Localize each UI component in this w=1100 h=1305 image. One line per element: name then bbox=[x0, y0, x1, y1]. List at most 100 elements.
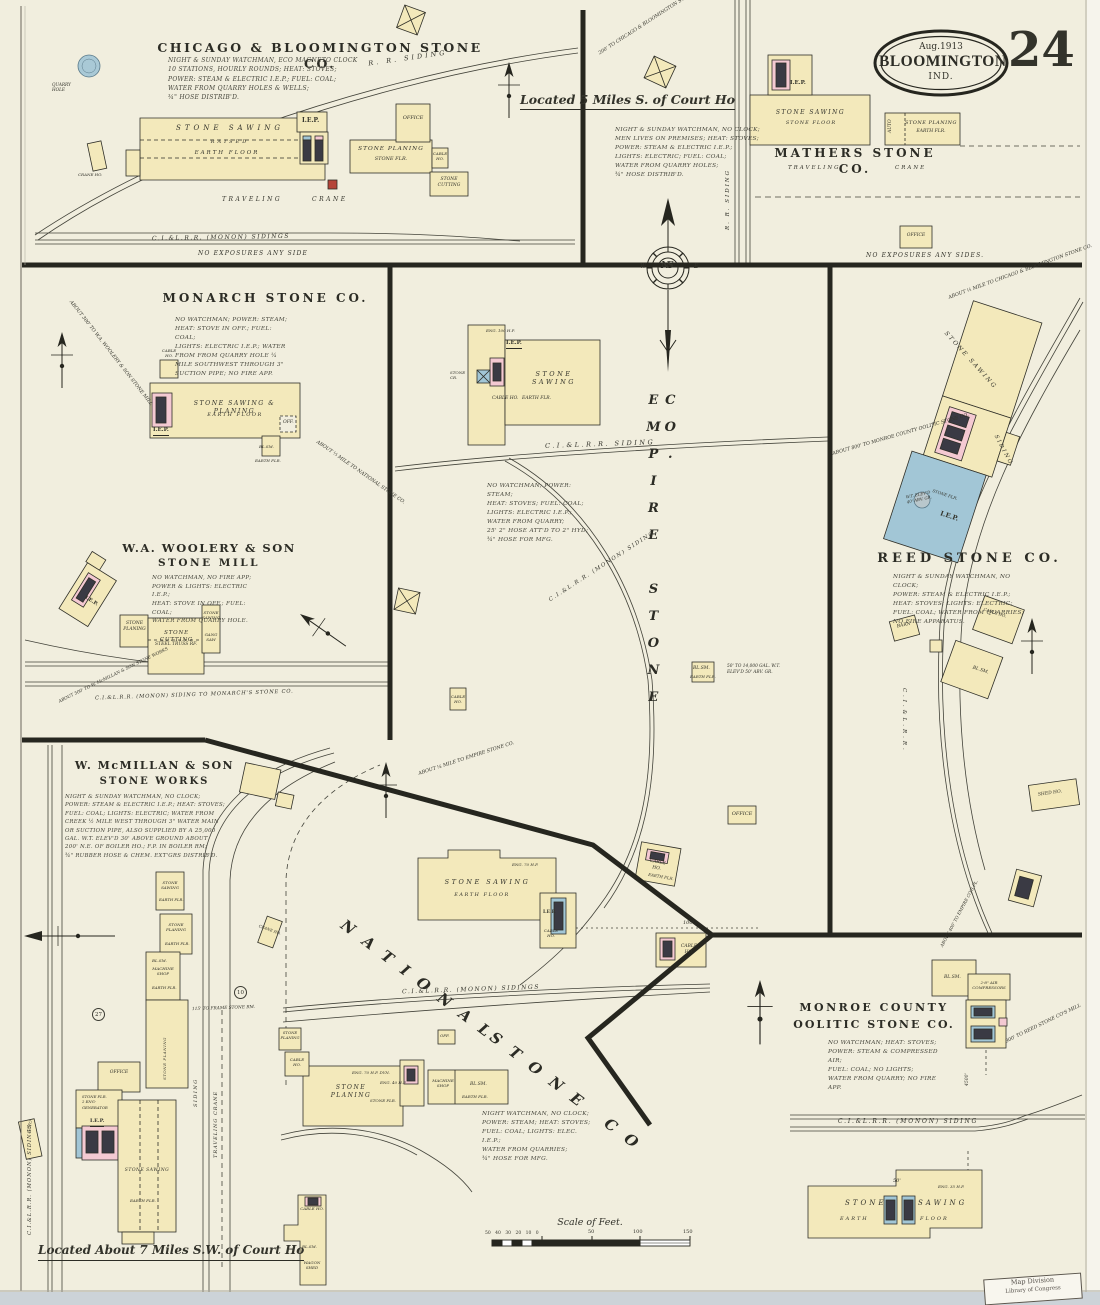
no-exposures-right: NO EXPOSURES ANY SIDES. bbox=[866, 252, 985, 259]
bldg-label: CABLE HO. bbox=[300, 1206, 324, 1211]
compass-west-letter: W bbox=[640, 263, 647, 270]
company-name-mcmillan-2: STONE WORKS bbox=[99, 776, 210, 787]
located-note-top: Located 5 Miles S. of Court Ho bbox=[520, 92, 735, 111]
bldg-label: I.E.P. bbox=[506, 340, 522, 350]
compass-monogram: NS bbox=[661, 261, 674, 271]
bldg-label: BL.SM. bbox=[259, 444, 274, 449]
company-note-woolery: NO WATCHMAN, NO FIRE APP; POWER & LIGHTS… bbox=[152, 575, 252, 625]
bldg-label: EARTH bbox=[840, 1216, 869, 1222]
bldg-label: OFFICE bbox=[906, 233, 926, 238]
company-name-monroe-1: MONROE COUNTY bbox=[799, 1001, 949, 1014]
compass-rose bbox=[646, 198, 690, 372]
scale-tick-150: 150 bbox=[683, 1229, 693, 1235]
no-exposures-left: NO EXPOSURES ANY SIDE bbox=[198, 250, 309, 257]
bldg-label: EARTH FLR. bbox=[130, 1198, 156, 1203]
bldg-label: STONE CR. bbox=[450, 370, 466, 381]
company-note-mcmillan: NIGHT & SUNDAY WATCHMAN, NO CLOCK; POWER… bbox=[65, 794, 226, 859]
company-name-empire: EMPIRE STONE CO. bbox=[645, 393, 678, 717]
bldg-label: RAISED bbox=[210, 139, 250, 145]
bldg-label: STEEL TRUSS RF. bbox=[154, 642, 197, 647]
bldg-label: OFF. bbox=[283, 420, 294, 425]
bldg-label: EARTH FLR. bbox=[462, 1094, 488, 1099]
bldg-label: EARTH FLR. bbox=[152, 985, 177, 990]
rail-label-siding-mcmillan: SIDING bbox=[193, 1078, 199, 1107]
wt-note-empire: 50' TO 14,000 GAL. W.T. ELEV'D 50' ABV. … bbox=[727, 664, 780, 675]
bldg-label: CRANE HO. bbox=[78, 172, 103, 177]
compass-east-letter: E bbox=[694, 263, 699, 270]
bldg-label: STONE PLANING bbox=[905, 120, 957, 126]
rail-label-cilrr-reed: C.I.&L.R.R. bbox=[901, 688, 908, 753]
bldg-label: CABLE HO. bbox=[543, 928, 559, 939]
located-note-bottom: Located About 7 Miles S.W. of Court Ho bbox=[38, 1243, 305, 1261]
circled-number: 10 bbox=[234, 986, 247, 999]
bldg-label: ENG. 70 H.P. DYN. bbox=[352, 1070, 390, 1075]
bldg-label: ENG. 70 H.P. bbox=[512, 862, 539, 867]
company-name-mcmillan-1: W. McMILLAN & SON bbox=[74, 759, 235, 772]
panel-boundaries bbox=[22, 10, 1082, 1127]
bldg-label: CABLE HO. bbox=[492, 396, 519, 401]
scale-tick-100: 100 bbox=[633, 1229, 643, 1235]
bldg-label: MACHINE SHOP bbox=[432, 1078, 454, 1089]
bldg-label: ENG. 35 H.P. bbox=[938, 1184, 965, 1189]
dim-label: 50' bbox=[893, 1178, 901, 1184]
bldg-label: STONE FLR. bbox=[370, 1098, 397, 1103]
rail-label-traveling-crane-mcmillan: TRAVELING CRANE bbox=[213, 1090, 219, 1158]
bldg-label: STONE SAWING bbox=[202, 610, 220, 621]
scale-tick-50: 50 bbox=[588, 1229, 595, 1235]
bldg-label: SAWING bbox=[918, 1199, 968, 1207]
bldg-label: BL.SM. bbox=[693, 666, 710, 671]
bldg-label: WAGON SHED bbox=[303, 1260, 321, 1271]
bldg-label: STONE PLANING bbox=[280, 1030, 300, 1040]
rail-label-monon-siding-monroe: C.I.&L.R.R. (MONON) SIDING bbox=[838, 1118, 979, 1125]
bldg-label: STONE CUTTING bbox=[159, 630, 194, 644]
bldg-label: STONE SAWING bbox=[161, 880, 179, 891]
company-note-monarch: NO WATCHMAN; POWER: STEAM; HEAT: STOVE I… bbox=[175, 317, 288, 377]
bldg-label: EARTH FLOOR bbox=[194, 150, 260, 156]
bldg-label: EARTH FLR. bbox=[255, 458, 281, 463]
scale-title: Scale of Feet. bbox=[557, 1217, 623, 1228]
bldg-label: FLOOR bbox=[920, 1216, 949, 1222]
bldg-label: OFFICE bbox=[109, 1070, 129, 1075]
bldg-label: STONE SAWING bbox=[531, 370, 576, 387]
dim-label: 4500' bbox=[965, 1073, 970, 1086]
bldg-label: EARTH FLR. bbox=[522, 396, 552, 401]
company-note-reed: NIGHT & SUNDAY WATCHMAN, NO CLOCK; POWER… bbox=[893, 574, 1024, 625]
bldg-label: EARTH FLR. bbox=[690, 674, 716, 679]
bldg-label: OFFICE bbox=[402, 115, 424, 121]
company-name-reed: REED STONE CO. bbox=[877, 551, 1062, 566]
bldg-label: I.E.P. bbox=[790, 80, 806, 86]
title-date: Aug.1913 bbox=[919, 42, 963, 52]
bldg-label: CRANE bbox=[312, 196, 348, 203]
bldg-label: STONE FLR. 2 ENG- GENERATOR bbox=[82, 1094, 108, 1110]
scale-left-ticks: 50 40 30 20 10 0 bbox=[485, 1231, 539, 1236]
bldg-label: CABLE HO. bbox=[289, 1057, 305, 1068]
bldg-label: STONE CUTTING bbox=[437, 177, 461, 188]
bldg-label: 2-8" AIR COMPRESSORS bbox=[972, 980, 1006, 991]
quarry-hole-label: QUARRY HOLE bbox=[52, 82, 71, 93]
bldg-label: BL.SM. bbox=[944, 975, 961, 980]
bldg-label: STONE PLANING bbox=[330, 1084, 372, 1099]
company-note-monroe: NO WATCHMAN; HEAT: STOVES; POWER: STEAM … bbox=[828, 1040, 938, 1091]
bldg-label: CRANE bbox=[895, 165, 927, 171]
company-name-mathers: MATHERS STONE CO. bbox=[774, 146, 936, 176]
bldg-label: ENG. 40 H.P. bbox=[380, 1080, 407, 1085]
bldg-label: EARTH FLOOR bbox=[207, 412, 263, 418]
company-name-monarch: MONARCH STONE CO. bbox=[162, 291, 369, 305]
bldg-label: STONE SAWING & PLANING bbox=[193, 400, 276, 416]
bldg-label: TRAVELING bbox=[788, 165, 841, 171]
company-name-woolery-1: W.A. WOOLERY & SON bbox=[122, 541, 296, 555]
title-state: IND. bbox=[928, 72, 954, 82]
bldg-label: ENG. 100 H.P. bbox=[486, 328, 515, 333]
bldg-label: STONE SAWING bbox=[444, 878, 531, 886]
circled-number: 27 bbox=[92, 1008, 105, 1021]
bldg-label: AUTO bbox=[888, 119, 893, 133]
bldg-label: BL.SM. bbox=[302, 1244, 317, 1249]
scale-bar bbox=[491, 1236, 691, 1247]
bldg-label: STONE FLOOR bbox=[785, 120, 837, 126]
bldg-label: STONE PLANING bbox=[165, 922, 186, 933]
bldg-label: I.E.P. bbox=[90, 1118, 105, 1127]
north-arrows bbox=[24, 61, 1044, 1045]
company-name-chicago: CHICAGO & BLOOMINGTON STONE CO. bbox=[157, 40, 483, 72]
